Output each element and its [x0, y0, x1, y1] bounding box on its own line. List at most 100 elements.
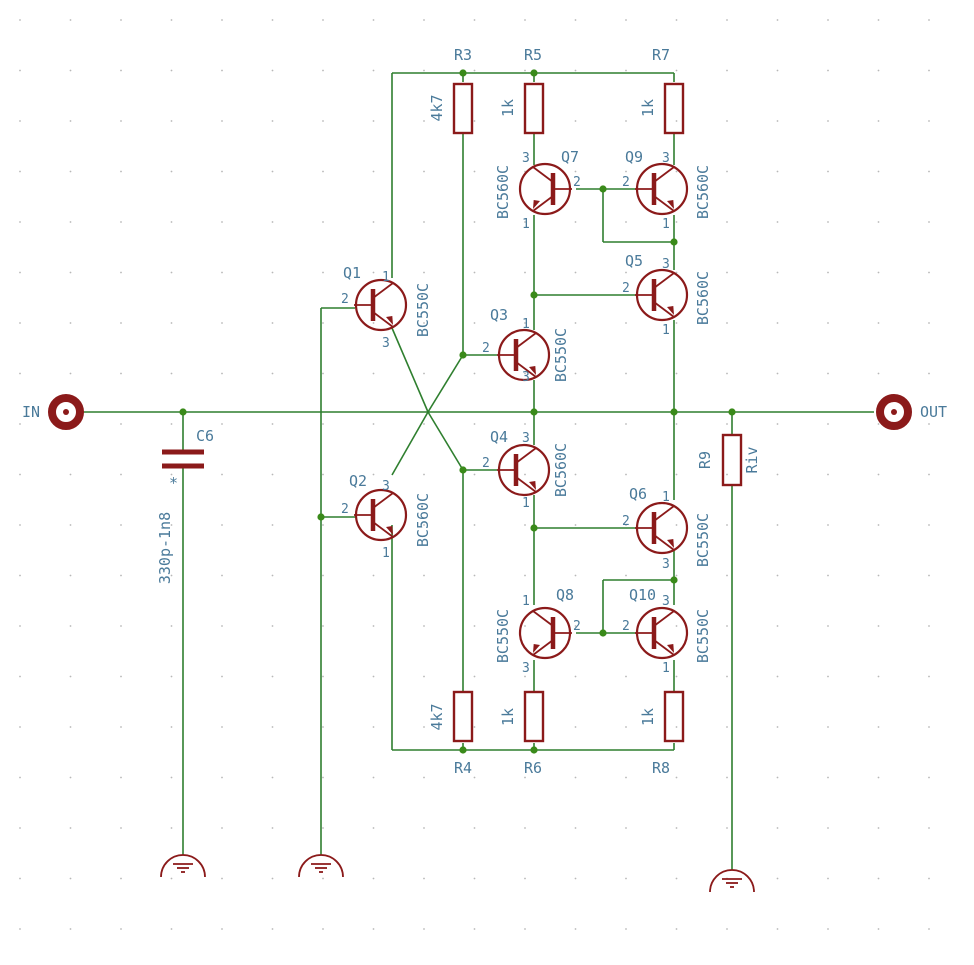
resistor-value-label: 1k	[499, 708, 517, 726]
grid-dot	[170, 675, 173, 678]
grid-dot	[69, 271, 72, 274]
grid-dot	[372, 928, 375, 930]
grid-dot	[19, 928, 21, 930]
grid-dot	[928, 776, 930, 779]
ground-arc	[709, 869, 755, 893]
pin-number-label: 3	[662, 151, 670, 166]
resistor-ref-label: R4	[454, 759, 472, 777]
transistor-lower-lead	[532, 195, 554, 212]
grid-dot	[675, 574, 678, 577]
transistor-ref-label: Q4	[490, 428, 508, 446]
grid-dot	[675, 524, 678, 526]
grid-dot	[473, 928, 476, 930]
grid-dot	[69, 726, 72, 728]
grid-dot	[170, 726, 173, 728]
pin-number-label: 2	[482, 341, 490, 356]
resistor-ref-label: R6	[524, 759, 542, 777]
grid-dot	[473, 776, 476, 779]
grid-dot	[221, 928, 223, 930]
grid-dot	[322, 675, 324, 678]
transistor-lower-lead	[653, 195, 675, 212]
grid-dot	[524, 19, 526, 21]
wire-segment	[427, 411, 464, 471]
grid-dot	[221, 170, 223, 173]
resistor-r7	[663, 82, 685, 135]
grid-dot	[776, 271, 779, 274]
transistor-ref-label: Q1	[343, 264, 361, 282]
grid-dot	[221, 726, 223, 728]
grid-dot	[120, 69, 122, 72]
grid-dot	[928, 120, 930, 122]
grid-dot	[372, 625, 375, 627]
grid-dot	[675, 170, 678, 173]
grid-dot	[19, 726, 21, 728]
grid-dot	[928, 69, 930, 72]
grid-dot	[473, 120, 476, 122]
resistor-ref-label: R9	[696, 451, 714, 469]
grid-dot	[827, 726, 829, 728]
wire-segment	[427, 354, 464, 413]
grid-dot	[221, 574, 223, 577]
grid-dot	[928, 473, 930, 476]
junction-dot	[530, 291, 538, 299]
grid-dot	[221, 877, 223, 880]
grid-dot	[170, 473, 173, 476]
grid-dot	[625, 928, 627, 930]
pin-number-label: 2	[573, 619, 581, 634]
grid-dot	[827, 827, 829, 829]
junction-dot	[459, 746, 467, 754]
grid-dot	[322, 170, 324, 173]
grid-dot	[473, 69, 476, 72]
grid-dot	[473, 473, 476, 476]
grid-dot	[473, 221, 476, 223]
grid-dot	[574, 675, 577, 678]
grid-dot	[170, 423, 173, 425]
grid-dot	[221, 120, 223, 122]
transistor-upper-lead	[653, 272, 675, 289]
grid-dot	[625, 524, 627, 526]
transistor-ref-label: Q9	[625, 148, 643, 166]
grid-dot	[423, 473, 425, 476]
grid-dot	[271, 928, 274, 930]
grid-dot	[524, 877, 526, 880]
junction-dot	[670, 238, 678, 246]
transistor-ref-label: Q6	[629, 485, 647, 503]
transistor-ref-label: Q3	[490, 306, 508, 324]
transistor-arrow	[667, 644, 674, 653]
grid-dot	[170, 170, 173, 173]
transistor-upper-lead	[532, 610, 554, 627]
grid-dot	[423, 524, 425, 526]
grid-dot	[372, 322, 375, 324]
grid-dot	[19, 574, 21, 577]
pin-number-label: 3	[522, 151, 530, 166]
grid-dot	[120, 877, 122, 880]
grid-dot	[423, 877, 425, 880]
grid-dot	[372, 221, 375, 223]
grid-dot	[675, 726, 678, 728]
grid-dot	[524, 574, 526, 577]
ground-symbol-bias	[298, 854, 344, 878]
grid-dot	[625, 120, 627, 122]
grid-dot	[170, 322, 173, 324]
grid-dot	[271, 221, 274, 223]
grid-dot	[69, 928, 72, 930]
transistor-arrow	[667, 306, 674, 315]
grid-dot	[372, 877, 375, 880]
resistor-value-label: Riv	[743, 446, 761, 473]
grid-dot	[928, 625, 930, 627]
resistor-ref-label: R8	[652, 759, 670, 777]
grid-dot	[372, 19, 375, 21]
grid-dot	[69, 877, 72, 880]
grid-dot	[423, 423, 425, 425]
grid-dot	[625, 69, 627, 72]
grid-dot	[423, 928, 425, 930]
grid-dot	[776, 423, 779, 425]
grid-dot	[170, 574, 173, 577]
resistor-r9	[721, 433, 743, 487]
grid-dot	[322, 120, 324, 122]
pin-number-label: 2	[341, 292, 349, 307]
grid-dot	[625, 776, 627, 779]
grid-dot	[322, 221, 324, 223]
grid-dot	[877, 322, 880, 324]
